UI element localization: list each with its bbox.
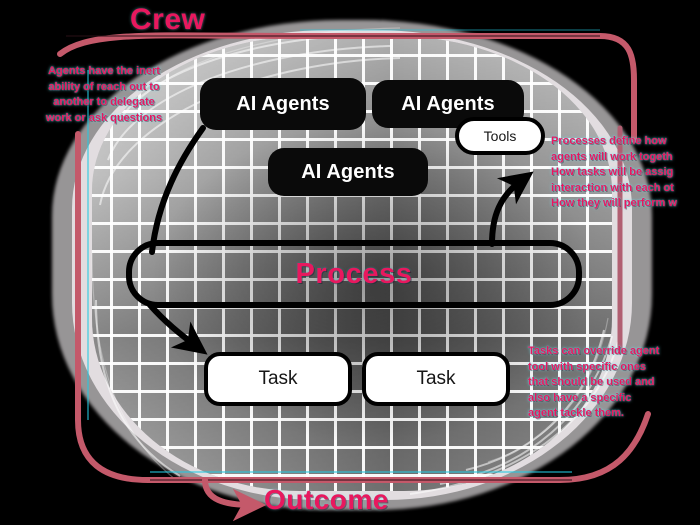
- annotation-line: agents will work togeth: [551, 150, 673, 163]
- annotation-line: agent tackle them.: [528, 407, 624, 420]
- annotation-line: tool with specific ones: [528, 360, 646, 373]
- node-label: Process: [295, 257, 413, 290]
- node-ai-agents-1[interactable]: AI Agents: [200, 78, 366, 130]
- node-process[interactable]: Process: [126, 240, 582, 308]
- annotation-line: Processes define how: [551, 135, 667, 147]
- node-task-2[interactable]: Task: [362, 352, 510, 406]
- annotation-line: that should be used and: [528, 376, 655, 389]
- annotation-line: another to delegate: [53, 96, 155, 109]
- outcome-label: Outcome: [264, 484, 389, 515]
- annotation-line: Tasks can override agent: [528, 345, 660, 357]
- annotation-line: How they will perform w: [551, 197, 677, 210]
- annotation-line: also have a specific: [528, 391, 632, 404]
- annotation-agents: Agents have the inert ability of reach o…: [30, 64, 178, 126]
- node-tools[interactable]: Tools: [455, 117, 545, 155]
- node-label: Tools: [483, 128, 517, 144]
- crew-title: Crew: [130, 3, 206, 36]
- annotation-line: Agents have the inert: [48, 65, 160, 77]
- annotation-line: How tasks will be assig: [551, 166, 674, 179]
- node-label: Task: [258, 368, 298, 389]
- annotation-line: ability of reach out to: [48, 80, 160, 93]
- node-label: Task: [416, 368, 456, 389]
- annotation-process: Processes define how agents will work to…: [551, 134, 700, 212]
- node-label: AI Agents: [401, 92, 495, 115]
- node-label: AI Agents: [236, 92, 330, 115]
- node-label: AI Agents: [301, 160, 395, 183]
- annotation-tasks: Tasks can override agent tool with speci…: [528, 344, 698, 422]
- annotation-line: work or ask questions: [45, 111, 163, 124]
- node-ai-agents-3[interactable]: AI Agents: [268, 148, 428, 196]
- annotation-line: interaction with each ot: [551, 181, 674, 194]
- node-task-1[interactable]: Task: [204, 352, 352, 406]
